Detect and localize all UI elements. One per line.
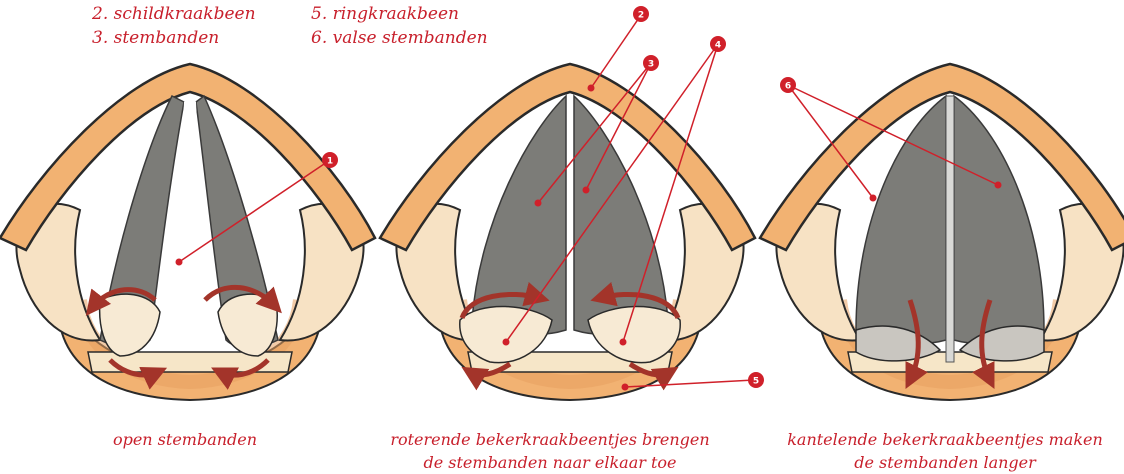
marker-1: 1: [322, 152, 338, 168]
svg-text:4: 4: [715, 41, 721, 51]
caption-line: open stembanden: [60, 428, 310, 451]
svg-text:5: 5: [753, 377, 759, 387]
svg-text:1: 1: [327, 157, 333, 167]
marker-5: 5: [748, 372, 764, 388]
caption-line: de stembanden naar elkaar toe: [380, 451, 720, 474]
marker-2: 2: [633, 6, 649, 22]
caption-line: de stembanden langer: [765, 451, 1124, 474]
panel-rotating: [380, 64, 755, 400]
marker-6: 6: [780, 77, 796, 93]
marker-3: 3: [643, 55, 659, 71]
panel-open: [0, 64, 375, 400]
caption-open-vocal-folds: open stembanden: [60, 428, 310, 451]
svg-text:2: 2: [638, 11, 644, 21]
caption-rotating-arytenoids: roterende bekerkraakbeentjes brengen de …: [380, 428, 720, 474]
caption-tilting-arytenoids: kantelende bekerkraakbeentjes maken de s…: [765, 428, 1124, 474]
marker-4: 4: [710, 36, 726, 52]
caption-line: roterende bekerkraakbeentjes brengen: [380, 428, 720, 451]
panel-tilting: [760, 64, 1124, 400]
caption-line: kantelende bekerkraakbeentjes maken: [765, 428, 1124, 451]
svg-text:6: 6: [785, 82, 791, 92]
svg-text:3: 3: [648, 60, 654, 70]
